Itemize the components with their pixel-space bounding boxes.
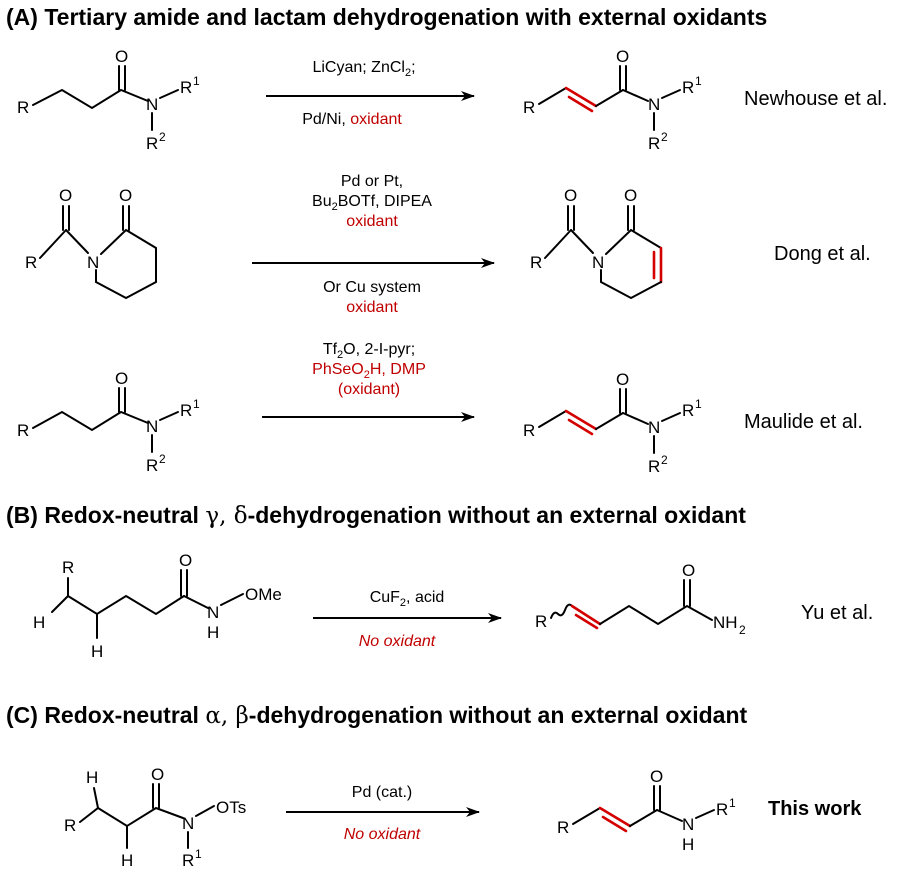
citation-yu: Yu et al.	[801, 602, 874, 624]
svg-text:O: O	[616, 47, 629, 66]
unsaturated-primary-amide-product-b: R O NH 2	[535, 561, 746, 637]
n-methoxyamide-reactant-b: R H H O N H OMe	[33, 551, 282, 661]
svg-text:R: R	[17, 421, 29, 440]
svg-text:N: N	[207, 603, 219, 622]
svg-text:O: O	[115, 369, 128, 388]
svg-text:R: R	[557, 818, 569, 837]
svg-text:R: R	[64, 816, 76, 835]
svg-text:O: O	[119, 186, 132, 205]
svg-text:R: R	[648, 134, 660, 153]
svg-text:O: O	[564, 186, 577, 205]
section-a-title: (A) Tertiary amide and lactam dehydrogen…	[6, 4, 768, 30]
conditions-a1-bottom: Pd/Ni, oxidant	[302, 111, 402, 128]
citation-newhouse: Newhouse et al.	[744, 88, 888, 110]
svg-text:R: R	[535, 612, 547, 631]
svg-text:R: R	[180, 78, 192, 97]
svg-text:1: 1	[193, 74, 200, 88]
svg-text:R: R	[530, 253, 542, 272]
conditions-a2-line3: oxidant	[346, 213, 398, 230]
conditions-a2-line2: Bu2BOTf, DIPEA	[312, 193, 432, 214]
svg-text:R: R	[25, 253, 37, 272]
svg-text:N: N	[182, 814, 194, 833]
conditions-c-bottom: No oxidant	[343, 826, 421, 843]
conditions-b-top: CuF2, acid	[369, 589, 445, 610]
svg-text:R: R	[146, 456, 158, 475]
conditions-a3-line2: PhSeO2H, DMP	[312, 361, 426, 382]
svg-text:O: O	[616, 370, 629, 389]
greek-gamma-delta: γ, δ	[205, 503, 248, 529]
section-b-title: (B) Redox-neutral γ, δ-dehydrogenation w…	[6, 502, 746, 529]
svg-text:H: H	[33, 613, 45, 632]
svg-text:O: O	[151, 765, 164, 784]
svg-text:H: H	[86, 768, 98, 787]
conditions-a2-line1: Pd or Pt,	[340, 173, 404, 190]
conditions-b-bottom: No oxidant	[358, 633, 436, 650]
svg-text:O: O	[115, 47, 128, 66]
svg-text:N: N	[682, 815, 694, 834]
svg-text:N: N	[648, 95, 660, 114]
svg-text:1: 1	[695, 74, 702, 88]
svg-text:R: R	[182, 851, 194, 870]
svg-text:2: 2	[661, 453, 668, 467]
svg-text:2: 2	[159, 130, 166, 144]
svg-text:N: N	[592, 253, 604, 272]
svg-text:R: R	[17, 98, 29, 117]
svg-text:OMe: OMe	[245, 585, 282, 604]
svg-text:O: O	[650, 767, 663, 786]
citation-this-work: This work	[768, 798, 862, 820]
conditions-a2-line4: Or Cu system	[323, 279, 421, 296]
conditions-a1-top: LiCyan; ZnCl2;	[312, 59, 416, 80]
svg-text:H: H	[207, 623, 219, 642]
svg-text:N: N	[648, 418, 660, 437]
svg-text:1: 1	[193, 397, 200, 411]
svg-text:1: 1	[729, 796, 736, 810]
svg-text:N: N	[146, 95, 158, 114]
svg-text:O: O	[59, 186, 72, 205]
svg-text:R: R	[62, 558, 74, 577]
svg-text:1: 1	[695, 397, 702, 411]
conditions-c-top: Pd (cat.)	[351, 784, 413, 801]
svg-text:O: O	[179, 551, 192, 570]
svg-text:OTs: OTs	[216, 798, 246, 817]
svg-text:H: H	[121, 851, 133, 870]
svg-text:N: N	[87, 253, 99, 272]
svg-text:2: 2	[661, 130, 668, 144]
svg-text:R: R	[682, 78, 694, 97]
conditions-a3-line3: (oxidant)	[337, 381, 401, 398]
svg-text:2: 2	[159, 452, 166, 466]
svg-text:O: O	[682, 561, 695, 580]
svg-text:2: 2	[739, 623, 746, 637]
svg-text:R: R	[682, 401, 694, 420]
lactam-reactant-a2: R O N O	[25, 186, 157, 300]
svg-text:R: R	[146, 134, 158, 153]
conditions-a3-line1: Tf2O, 2-I-pyr;	[322, 341, 416, 362]
svg-text:O: O	[624, 186, 637, 205]
unsaturated-lactam-product-a2: R O N O	[530, 186, 663, 300]
citation-dong: Dong et al.	[774, 243, 871, 265]
svg-text:R: R	[180, 401, 192, 420]
conditions-a2-line5: oxidant	[346, 299, 398, 316]
svg-text:H: H	[91, 642, 103, 661]
svg-text:R: R	[648, 457, 660, 476]
svg-text:R: R	[523, 421, 535, 440]
section-c-title: (C) Redox-neutral α, β-dehydrogenation w…	[6, 702, 748, 729]
greek-alpha-beta: α, β	[205, 703, 249, 729]
citation-maulide: Maulide et al.	[744, 411, 863, 433]
svg-text:R: R	[523, 98, 535, 117]
svg-text:NH: NH	[713, 613, 738, 632]
svg-text:N: N	[146, 417, 158, 436]
svg-text:1: 1	[195, 847, 202, 861]
svg-text:H: H	[682, 835, 694, 854]
svg-text:R: R	[716, 800, 728, 819]
